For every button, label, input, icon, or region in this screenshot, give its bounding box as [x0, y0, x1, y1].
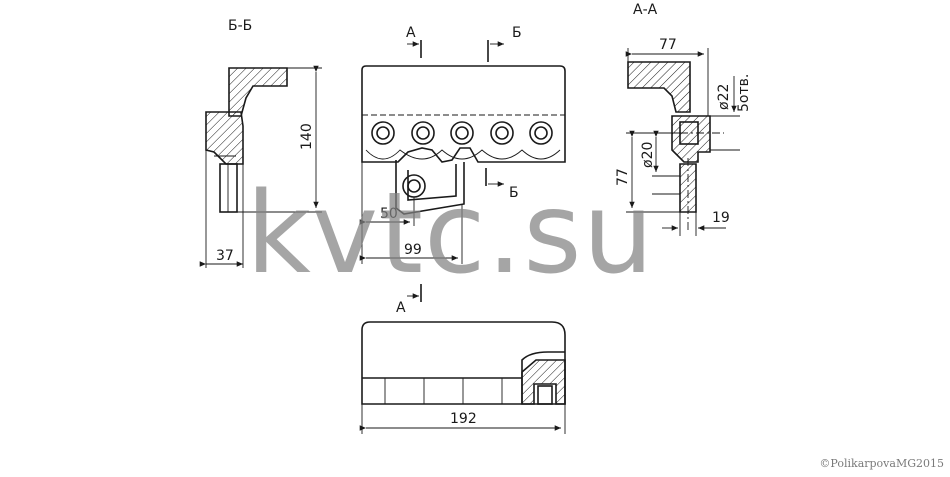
aa-dim-77-top: 77	[659, 37, 677, 53]
hole-3-inner	[455, 126, 469, 140]
aa-dim-77-side: 77	[615, 168, 631, 186]
bb-top-flange	[228, 67, 288, 117]
cut-b-side-label: Б	[509, 185, 519, 201]
watermark-text: kvtc.su	[246, 169, 655, 299]
front-holes	[371, 121, 553, 145]
plan-slot	[537, 385, 553, 405]
aa-top-flange	[627, 61, 691, 113]
section-aa-title: А-А	[633, 2, 658, 18]
cut-a-bottom-label: А	[396, 300, 406, 316]
copyright-text: ©PolikarpovaMG2015	[819, 457, 944, 470]
plan-dim-192: 192	[450, 411, 477, 427]
plan-view: 192	[359, 321, 566, 434]
hole-5-inner	[534, 126, 548, 140]
hole-4	[490, 121, 514, 145]
hole-2	[411, 121, 435, 145]
front-scallops	[365, 149, 561, 160]
aa-holes-5: 5отв.	[736, 74, 752, 112]
aa-hole-body	[671, 115, 711, 163]
section-aa-view: А-А 77 ø22 5отв. ø20 77	[615, 2, 752, 236]
hole-3	[450, 121, 474, 145]
bb-dim-140: 140	[299, 123, 315, 150]
front-view: А Б Б	[359, 25, 566, 316]
aa-dim-22: ø22	[716, 84, 732, 110]
plan-step	[521, 351, 565, 404]
cut-b-top-label: Б	[512, 25, 522, 41]
front-bracket	[395, 160, 465, 215]
front-main-block	[361, 65, 566, 163]
hole-4-inner	[495, 126, 509, 140]
hole-2-inner	[416, 126, 430, 140]
front-dim-99: 99	[404, 242, 422, 258]
front-eye-inner	[407, 179, 421, 193]
bb-lower-lug	[219, 163, 238, 213]
aa-dim-20: ø20	[640, 142, 656, 168]
hole-1	[371, 121, 395, 145]
aa-lower-lug	[679, 163, 697, 213]
aa-dim-19: 19	[712, 210, 730, 226]
front-dim-50: 50	[380, 206, 398, 222]
cut-a-top-label: А	[406, 25, 416, 41]
section-bb-title: Б-Б	[228, 18, 252, 34]
bb-dim-37: 37	[216, 248, 234, 264]
hole-5	[529, 121, 553, 145]
hole-1-inner	[376, 126, 390, 140]
section-bb-view: Б-Б 140 37	[199, 18, 322, 268]
plan-hatched-block	[521, 359, 566, 405]
